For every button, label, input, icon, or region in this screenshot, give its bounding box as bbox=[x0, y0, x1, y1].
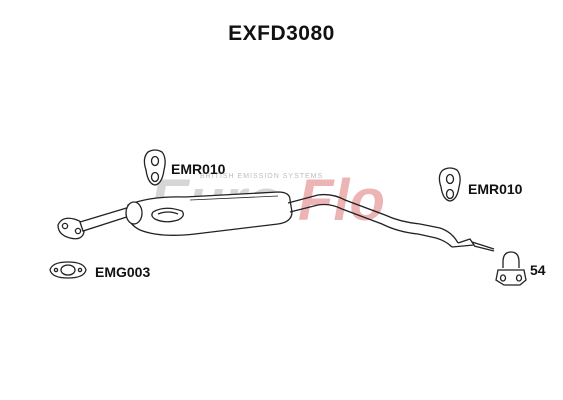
mount-right-label: EMR010 bbox=[468, 181, 523, 197]
front-flange bbox=[57, 217, 85, 240]
tail-pipe bbox=[287, 193, 495, 252]
rubber-mount-left-icon bbox=[143, 149, 166, 186]
gasket-label: EMG003 bbox=[95, 264, 151, 280]
clamp-quantity-label: 54 bbox=[530, 262, 546, 278]
front-pipe bbox=[79, 206, 134, 232]
watermark-logo-part-b: Flo bbox=[298, 168, 385, 233]
mount-left-label: EMR010 bbox=[171, 161, 226, 177]
silencer-box bbox=[125, 191, 293, 236]
u-bolt-clamp-icon bbox=[495, 251, 527, 286]
part-number-title: EXFD3080 bbox=[228, 22, 335, 45]
rubber-mount-right-icon bbox=[438, 167, 461, 202]
gasket-icon bbox=[49, 261, 87, 279]
watermark-tagline: BRITISH EMISSION SYSTEMS bbox=[200, 173, 323, 180]
